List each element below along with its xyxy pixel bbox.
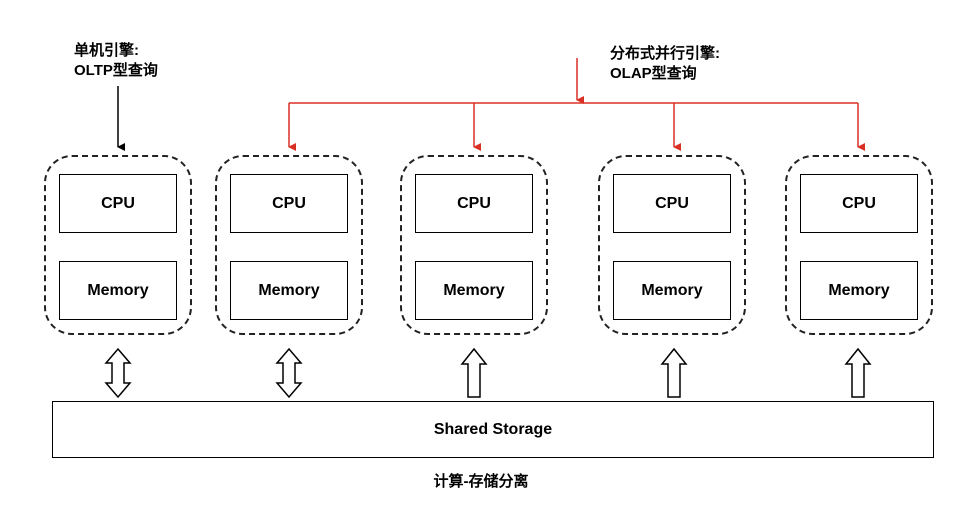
bidirectional-arrow-node-1: [104, 347, 132, 399]
memory-box: Memory: [415, 261, 533, 320]
up-arrow-node-4: [660, 347, 688, 398]
compute-node-2: CPU Memory: [215, 155, 363, 335]
distributed-engine-title: 分布式并行引擎:: [610, 45, 720, 62]
distributed-engine-query-type: OLAP型查询: [610, 65, 697, 82]
shared-storage: Shared Storage: [52, 401, 934, 458]
memory-box: Memory: [800, 261, 918, 320]
compute-node-3: CPU Memory: [400, 155, 548, 335]
single-engine-query-type: OLTP型查询: [74, 62, 158, 79]
cpu-box: CPU: [59, 174, 177, 233]
single-engine-label: 单机引擎: OLTP型查询: [74, 41, 158, 81]
compute-node-5: CPU Memory: [785, 155, 933, 335]
bidirectional-arrow-node-2: [275, 347, 303, 399]
up-arrow-node-5: [844, 347, 872, 398]
cpu-box: CPU: [613, 174, 731, 233]
memory-box: Memory: [613, 261, 731, 320]
cpu-box: CPU: [800, 174, 918, 233]
cpu-box: CPU: [230, 174, 348, 233]
memory-box: Memory: [230, 261, 348, 320]
up-arrow-node-3: [460, 347, 488, 398]
single-engine-title: 单机引擎:: [74, 42, 139, 59]
distributed-engine-label: 分布式并行引擎: OLAP型查询: [610, 44, 720, 84]
cpu-box: CPU: [415, 174, 533, 233]
memory-box: Memory: [59, 261, 177, 320]
compute-node-1: CPU Memory: [44, 155, 192, 335]
compute-node-4: CPU Memory: [598, 155, 746, 335]
diagram-caption: 计算-存储分离: [433, 473, 529, 490]
olap-arrows: [288, 58, 865, 151]
